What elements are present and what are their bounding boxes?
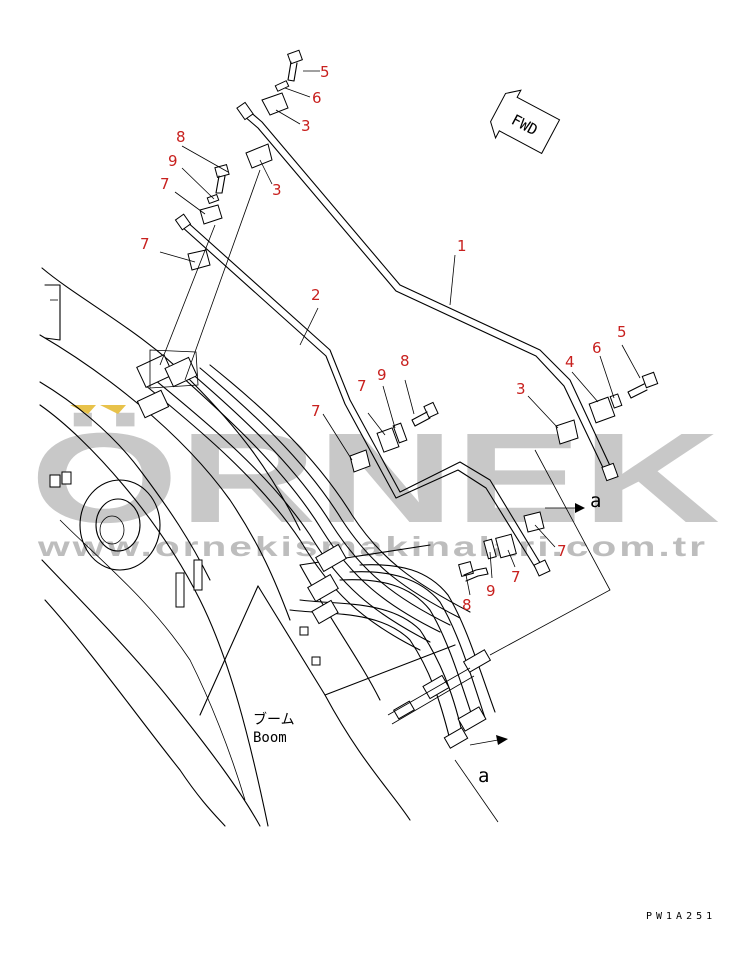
hose-bundle — [144, 364, 496, 749]
callout-3-top: 3 — [301, 117, 311, 135]
callout-5-top: 5 — [320, 63, 330, 81]
washer-9-lower-icon — [483, 538, 497, 560]
view-a-label-upper: a — [590, 490, 601, 512]
callout-numbers: 5 6 3 8 3 9 7 7 1 2 5 6 4 8 9 7 3 7 7 7 … — [140, 63, 627, 614]
callout-4: 4 — [565, 353, 575, 371]
callout-leaders — [159, 70, 641, 596]
boom-label: ブーム Boom — [253, 711, 295, 746]
callout-5-right: 5 — [617, 323, 627, 341]
callout-7-lower-right: 7 — [557, 542, 567, 560]
view-a-indicator: a a — [454, 449, 611, 823]
callout-8-lower: 8 — [462, 596, 472, 614]
watermark-logo-accent-icon-2 — [100, 405, 126, 414]
washer-9-left-icon — [206, 193, 220, 205]
bolt-5-right-icon — [627, 371, 659, 399]
callout-7-lower: 7 — [511, 568, 521, 586]
washer-9-middle-icon — [392, 422, 408, 444]
bolt-5-top-icon — [287, 49, 303, 82]
bolt-8-lower-icon — [458, 561, 489, 582]
boom-structure — [39, 267, 456, 827]
clamp-7-middle-lower-icon — [349, 449, 371, 473]
callout-9-lower: 9 — [486, 582, 496, 600]
clamp-7-left-upper-icon — [199, 204, 223, 225]
watermark: ÖRNEK www.ornekismakinalari.com.tr — [30, 405, 720, 562]
clamp-7-lower-right-icon — [523, 511, 545, 533]
boom-label-jp: ブーム — [253, 711, 295, 728]
callout-1: 1 — [457, 237, 467, 255]
callout-8-left: 8 — [176, 128, 186, 146]
fwd-direction-indicator: FWD — [490, 89, 561, 155]
washer-6-top-icon — [274, 80, 290, 92]
callout-3-mid: 3 — [272, 181, 282, 199]
bolt-8-middle-icon — [411, 401, 439, 427]
callout-7-middle: 7 — [357, 377, 367, 395]
callout-3-right: 3 — [516, 380, 526, 398]
watermark-logo: ÖRNEK — [30, 407, 720, 550]
tube-2 — [174, 213, 551, 577]
callout-9-left: 9 — [168, 152, 178, 170]
callout-7-left-upper: 7 — [160, 175, 170, 193]
clamp-3-right-icon — [555, 419, 579, 445]
callout-6-right: 6 — [592, 339, 602, 357]
clamp-7-lower-icon — [495, 533, 517, 559]
view-a-label-lower: a — [478, 765, 489, 787]
fasteners — [187, 49, 659, 582]
bolt-8-left-icon — [214, 164, 230, 194]
clamp-3-top-icon — [261, 92, 289, 116]
drawing-code: PW1A251 — [646, 911, 716, 922]
callout-7-left-lower: 7 — [140, 235, 150, 253]
tube-1 — [236, 101, 619, 482]
washer-6-right-icon — [609, 393, 623, 409]
boom-label-en: Boom — [253, 730, 287, 746]
top-bracket — [136, 349, 199, 419]
clamp-4-icon — [588, 396, 616, 424]
clamp-7-middle-icon — [376, 427, 400, 453]
callout-2: 2 — [311, 286, 321, 304]
clamp-7-left-lower-icon — [187, 249, 211, 271]
callout-6-top: 6 — [312, 89, 322, 107]
callout-8-middle: 8 — [400, 352, 410, 370]
callout-7-middle-lower: 7 — [311, 402, 321, 420]
callout-9-middle: 9 — [377, 366, 387, 384]
clamp-3-mid-icon — [245, 143, 273, 169]
